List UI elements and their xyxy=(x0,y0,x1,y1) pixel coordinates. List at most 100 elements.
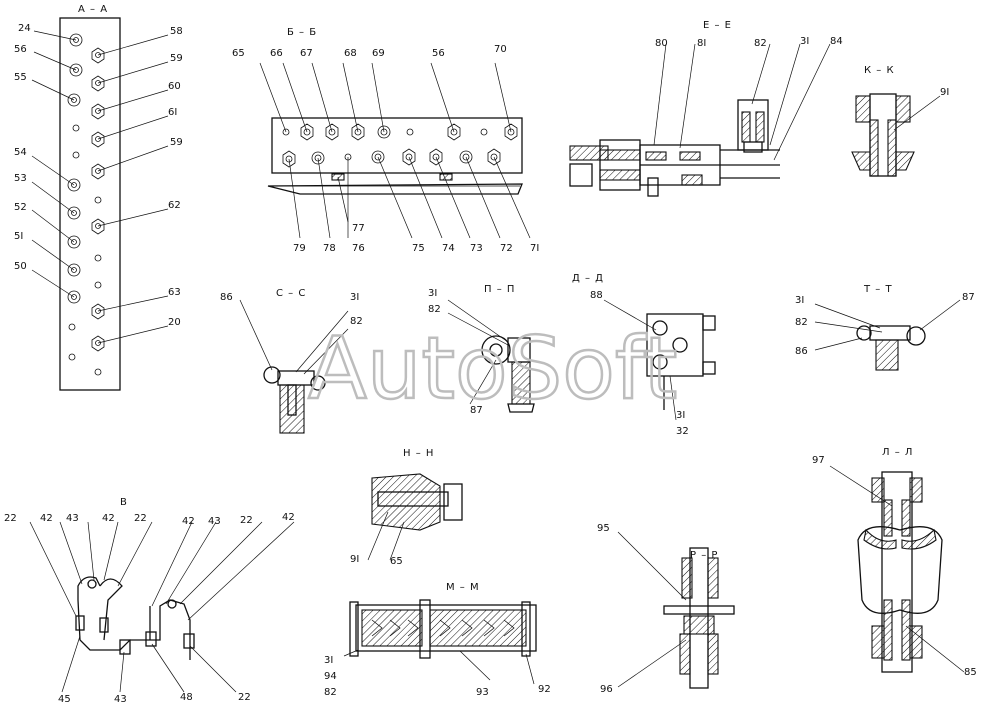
callout-tt-31: 3I xyxy=(795,295,804,306)
callout-pp-31: 3I xyxy=(428,288,437,299)
callout-v-48: 48 xyxy=(180,692,193,703)
callout-aa-20: 20 xyxy=(168,317,181,328)
section-rr-drawing xyxy=(617,531,735,689)
section-title-aa: А – А xyxy=(78,4,108,15)
section-title-rr: Р – Р xyxy=(690,550,718,561)
callout-cc-86: 86 xyxy=(220,292,233,303)
callout-v-42d: 42 xyxy=(282,512,295,523)
callout-ee-82: 82 xyxy=(754,38,767,49)
callout-tt-86: 86 xyxy=(795,346,808,357)
callout-bb-65: 65 xyxy=(232,48,245,59)
callout-aa-53: 53 xyxy=(14,173,27,184)
section-dd-callouts: 88 3I 32 xyxy=(590,290,689,437)
callout-tt-87: 87 xyxy=(962,292,975,303)
callout-aa-60: 60 xyxy=(168,81,181,92)
callout-aa-51: 5I xyxy=(14,231,23,242)
callout-rr-95: 95 xyxy=(597,523,610,534)
callout-bb-70: 70 xyxy=(494,44,507,55)
callout-bb-75: 75 xyxy=(412,243,425,254)
section-bb-callouts: 65 66 67 68 69 56 70 79 78 77 76 75 74 7… xyxy=(232,44,539,254)
section-cc-callouts: 86 3I 82 xyxy=(220,292,363,327)
section-title-dd: Д – Д xyxy=(572,273,604,284)
callout-mm-31: 3I xyxy=(324,655,333,666)
view-v-callouts: 22 42 43 42 22 42 43 22 42 45 43 48 22 xyxy=(4,512,295,705)
callout-aa-54: 54 xyxy=(14,147,27,158)
callout-bb-77: 77 xyxy=(352,223,365,234)
callout-bb-71: 7I xyxy=(530,243,539,254)
callout-bb-72: 72 xyxy=(500,243,513,254)
section-title-ee: Е – Е xyxy=(703,20,732,31)
callout-dd-32: 32 xyxy=(676,426,689,437)
section-dd-drawing xyxy=(603,299,716,421)
section-title-nn: Н – Н xyxy=(403,448,434,459)
callout-bb-68: 68 xyxy=(344,48,357,59)
section-mm-drawing xyxy=(343,599,537,685)
callout-ee-81: 8I xyxy=(697,38,706,49)
section-nn-callouts: 9I 65 xyxy=(350,554,403,567)
callout-dd-31: 3I xyxy=(676,410,685,421)
callout-aa-24: 24 xyxy=(18,23,31,34)
callout-nn-65: 65 xyxy=(390,556,403,567)
section-pp-callouts: 3I 82 87 xyxy=(428,288,483,416)
callout-v-45: 45 xyxy=(58,694,71,705)
callout-kk-91: 9I xyxy=(940,87,949,98)
callout-ee-84: 84 xyxy=(830,36,843,47)
callout-v-43a: 43 xyxy=(66,513,79,524)
section-ee-drawing xyxy=(569,43,831,197)
watermark-text: AutoSoft xyxy=(308,319,677,419)
callout-v-22a: 22 xyxy=(4,513,17,524)
section-ll-drawing xyxy=(829,465,965,673)
callout-bb-78: 78 xyxy=(323,243,336,254)
section-title-pp: П – П xyxy=(484,284,515,295)
callout-aa-52: 52 xyxy=(14,202,27,213)
section-cc-drawing xyxy=(239,299,349,434)
callout-v-22d: 22 xyxy=(238,692,251,703)
section-rr-callouts: 95 96 xyxy=(597,523,613,695)
section-ee-callouts: 80 8I 82 3I 84 xyxy=(655,36,843,49)
callout-mm-94: 94 xyxy=(324,671,337,682)
section-title-v: В xyxy=(120,497,128,508)
callout-nn-91: 9I xyxy=(350,554,359,565)
section-title-tt: Т – Т xyxy=(863,284,893,295)
callout-cc-82: 82 xyxy=(350,316,363,327)
section-pp-drawing xyxy=(447,299,535,413)
callout-bb-66: 66 xyxy=(270,48,283,59)
callout-dd-88: 88 xyxy=(590,290,603,301)
view-v-drawing xyxy=(29,521,295,693)
section-title-ll: Л – Л xyxy=(882,447,913,458)
section-ll-callouts: 97 85 xyxy=(812,455,977,678)
callout-aa-56: 56 xyxy=(14,44,27,55)
callout-mm-82: 82 xyxy=(324,687,337,698)
section-aa-drawing xyxy=(31,17,169,391)
callout-ee-31: 3I xyxy=(800,36,809,47)
section-bb-drawing xyxy=(259,62,531,239)
section-aa-callouts: 24 56 55 54 53 52 5I 50 58 59 60 6I 59 6… xyxy=(14,23,183,328)
callout-v-43c: 43 xyxy=(114,694,127,705)
callout-mm-93: 93 xyxy=(476,687,489,698)
callout-v-22c: 22 xyxy=(240,515,253,526)
callout-mm-92: 92 xyxy=(538,684,551,695)
section-title-kk: К – К xyxy=(864,65,895,76)
callout-bb-76: 76 xyxy=(352,243,365,254)
callout-pp-87: 87 xyxy=(470,405,483,416)
callout-bb-74: 74 xyxy=(442,243,455,254)
callout-tt-82: 82 xyxy=(795,317,808,328)
callout-aa-63: 63 xyxy=(168,287,181,298)
section-kk-drawing xyxy=(851,93,941,177)
callout-aa-62: 62 xyxy=(168,200,181,211)
section-tt-drawing xyxy=(814,299,961,371)
callout-ee-80: 80 xyxy=(655,38,668,49)
callout-v-42a: 42 xyxy=(40,513,53,524)
callout-bb-69: 69 xyxy=(372,48,385,59)
callout-aa-59b: 59 xyxy=(170,137,183,148)
callout-cc-31: 3I xyxy=(350,292,359,303)
section-title-bb: Б – Б xyxy=(287,27,317,38)
callout-bb-67: 67 xyxy=(300,48,313,59)
callout-ll-97: 97 xyxy=(812,455,825,466)
callout-v-22b: 22 xyxy=(134,513,147,524)
callout-aa-61: 6I xyxy=(168,107,177,118)
callout-bb-73: 73 xyxy=(470,243,483,254)
callout-bb-56: 56 xyxy=(432,48,445,59)
